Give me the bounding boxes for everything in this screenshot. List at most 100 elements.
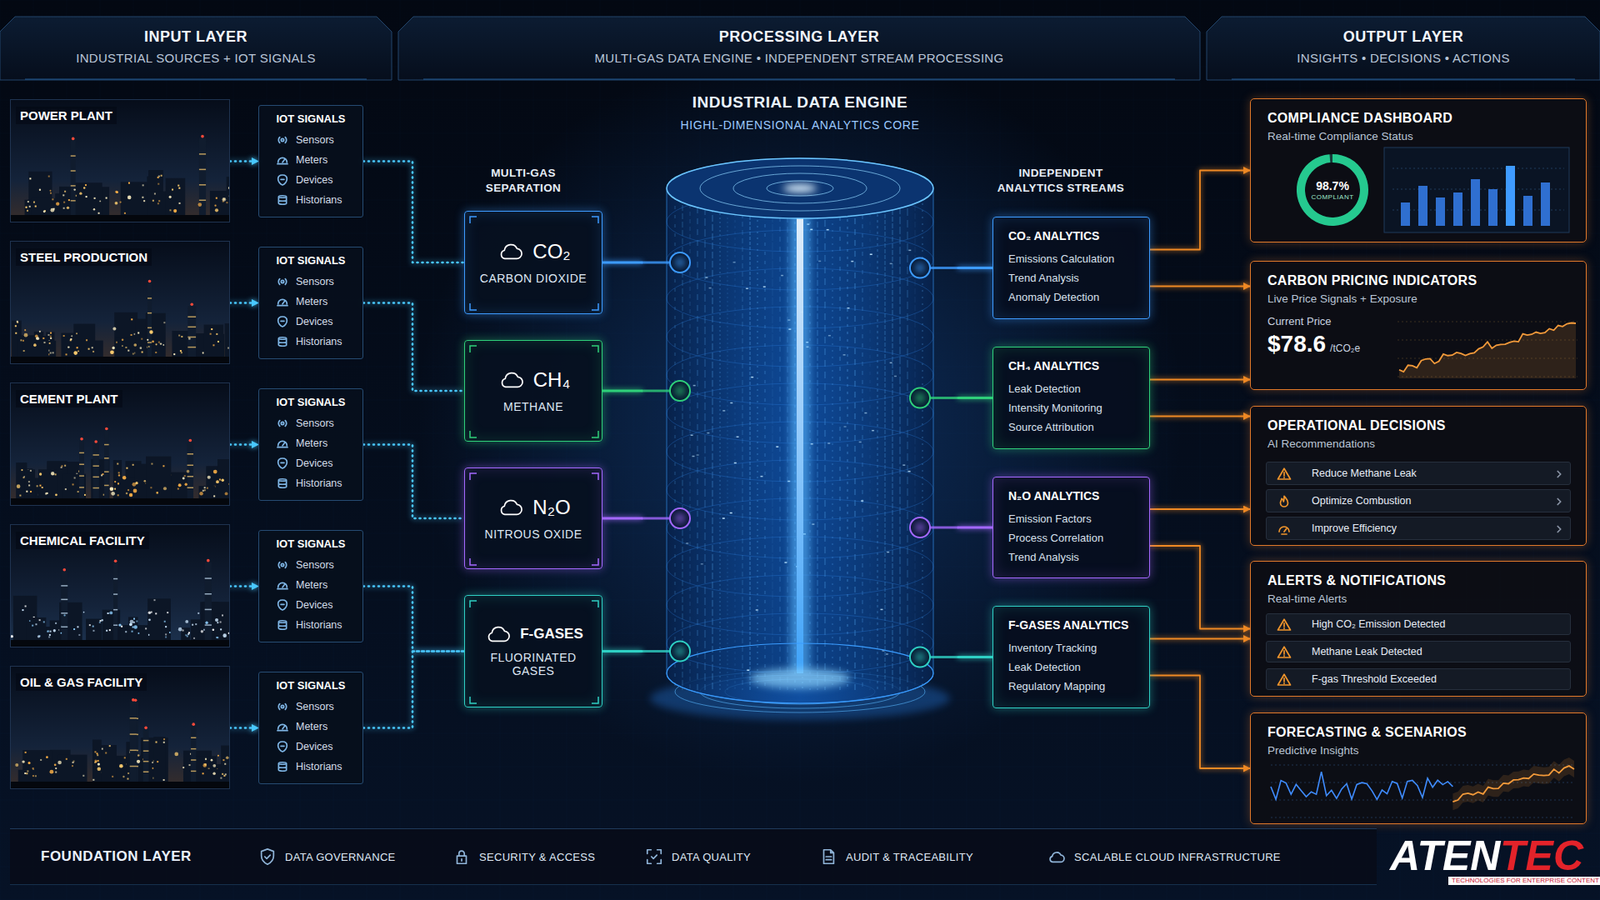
node-illustration — [135, 478, 137, 480]
node-illustration — [35, 339, 38, 341]
node-illustration — [53, 208, 55, 210]
node-illustration — [40, 759, 42, 761]
node-illustration — [82, 775, 85, 777]
node-illustration — [225, 491, 229, 495]
node-illustration — [63, 779, 65, 781]
node-illustration — [910, 647, 930, 668]
connector — [1150, 638, 1250, 640]
node-illustration — [187, 315, 196, 318]
node-illustration — [185, 483, 188, 486]
node-illustration — [34, 331, 44, 357]
label-text: TECHNOLOGIES FOR ENTERPRISE CONTENT — [1448, 876, 1600, 885]
node-illustration — [470, 473, 477, 480]
node-illustration — [215, 768, 218, 770]
connector — [230, 443, 259, 446]
node-illustration — [765, 196, 766, 690]
node-illustration — [202, 763, 207, 768]
node-illustration — [60, 779, 62, 781]
node-illustration — [190, 755, 217, 782]
node-illustration — [742, 196, 744, 690]
node-illustration — [39, 472, 42, 475]
node-illustration — [63, 207, 65, 210]
source-panel: CEMENT PLANT — [10, 382, 230, 506]
node-illustration — [10, 383, 230, 506]
node-illustration — [35, 623, 37, 625]
node-illustration — [228, 609, 230, 640]
node-illustration — [666, 460, 934, 520]
node-illustration — [113, 593, 118, 595]
node-text: DATA QUALITY — [671, 850, 751, 864]
node-illustration — [72, 760, 75, 763]
node-illustration — [212, 772, 215, 775]
node-illustration — [190, 753, 192, 755]
node-illustration — [29, 620, 31, 622]
node-illustration — [160, 772, 163, 775]
node-illustration — [187, 633, 190, 635]
node-illustration — [16, 320, 19, 323]
node-text: Trend Analysis — [1008, 547, 1135, 567]
node-text: SECURITY & ACCESS — [479, 850, 595, 864]
node-illustration — [180, 351, 183, 354]
node-illustration — [173, 209, 177, 213]
node-illustration — [147, 297, 152, 300]
node-illustration — [204, 775, 206, 778]
node-illustration — [220, 620, 223, 623]
node-illustration — [734, 462, 737, 465]
node-illustration — [28, 171, 52, 215]
node-illustration — [55, 202, 60, 206]
icon — [277, 724, 288, 730]
node-illustration — [32, 775, 35, 777]
node-illustration — [25, 751, 27, 754]
node-illustration — [35, 478, 62, 499]
node-illustration — [55, 473, 57, 475]
node-illustration — [113, 624, 118, 626]
node-illustration — [910, 517, 930, 538]
node-text: CO₂ ANALYTICS — [1008, 229, 1135, 243]
node-illustration — [127, 195, 132, 200]
node-illustration — [49, 342, 51, 345]
source-panel: POWER PLANT — [10, 99, 230, 223]
icon — [278, 316, 288, 327]
node-illustration — [141, 196, 144, 199]
node-illustration — [591, 345, 599, 353]
node-illustration — [709, 287, 712, 290]
node-illustration — [202, 601, 230, 640]
node-illustration — [722, 517, 725, 520]
node-illustration — [147, 341, 152, 344]
node-illustration — [465, 211, 604, 315]
node-illustration — [200, 630, 204, 633]
node-illustration — [71, 493, 74, 495]
node-illustration — [199, 200, 206, 202]
connector — [602, 261, 642, 265]
node-illustration — [92, 186, 110, 215]
node-illustration — [188, 631, 190, 634]
node-illustration — [85, 339, 88, 341]
output-panel: OPERATIONAL DECISIONSAI RecommendationsR… — [1250, 405, 1587, 546]
node-illustration — [205, 465, 230, 499]
node-illustration — [675, 258, 685, 267]
node-illustration — [135, 620, 138, 623]
node-illustration — [1453, 192, 1463, 226]
node-illustration — [763, 285, 766, 288]
gas-box: N₂ONITROUS OXIDE — [464, 467, 603, 570]
icon — [278, 337, 286, 347]
node-illustration — [48, 175, 50, 178]
node-illustration — [908, 470, 911, 473]
node-illustration — [139, 195, 141, 197]
node-illustration — [877, 196, 879, 690]
node-text: HIGHL-DIMENSIONAL ANALYTICS CORE — [641, 118, 959, 132]
node-illustration — [65, 195, 68, 197]
node-illustration — [20, 339, 23, 341]
icon — [278, 741, 288, 752]
node-illustration — [134, 333, 136, 335]
node-illustration — [47, 350, 50, 352]
node-illustration — [215, 636, 218, 639]
node-illustration — [90, 459, 110, 499]
node-illustration — [700, 165, 900, 211]
node-illustration — [92, 476, 99, 479]
node-illustration — [71, 765, 74, 767]
node-illustration — [222, 776, 225, 779]
node-illustration — [114, 312, 138, 357]
node-illustration — [60, 466, 63, 469]
node-illustration — [828, 335, 831, 337]
